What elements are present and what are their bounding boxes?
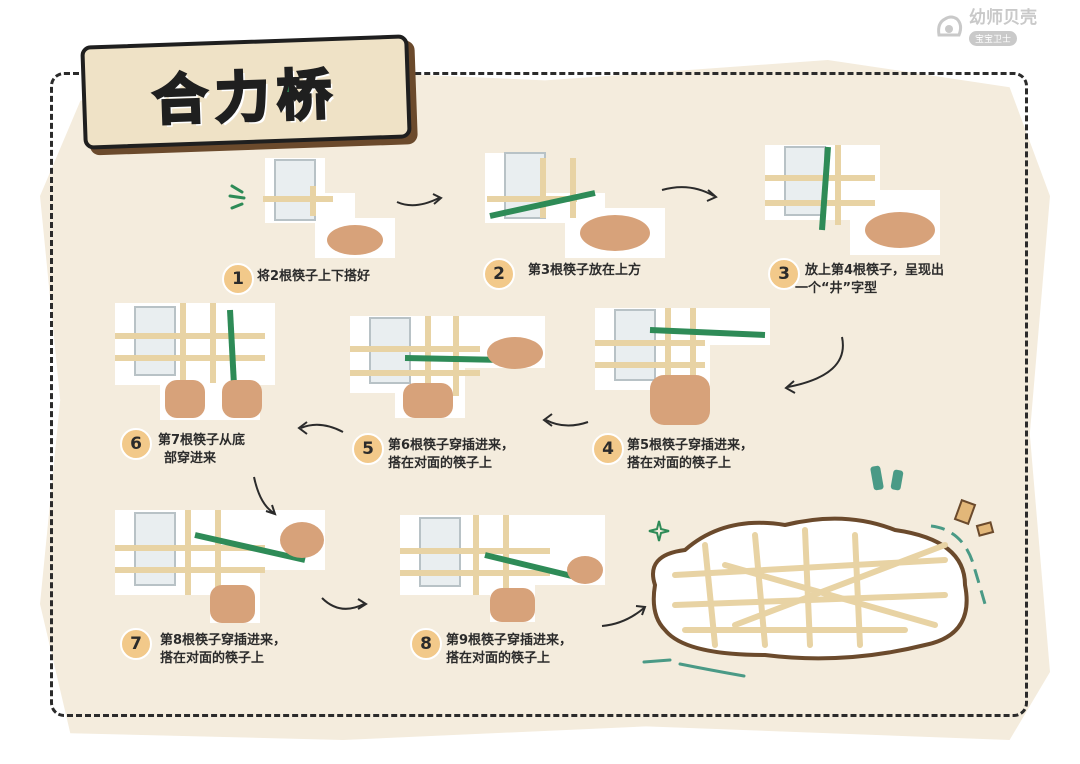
step-1-number: 1 bbox=[222, 263, 254, 295]
title-badge: 合力桥 bbox=[80, 34, 411, 149]
sparkle-marks-icon bbox=[228, 182, 250, 212]
brand-logo: 幼师贝壳 宝宝卫士 bbox=[935, 10, 1065, 46]
logo-name: 幼师贝壳 bbox=[969, 10, 1037, 27]
step-2-number: 2 bbox=[483, 258, 515, 290]
arrow-step5-to-step6-icon bbox=[295, 418, 345, 442]
step-8-caption: 第9根筷子穿插进来，搭在对面的筷子上 bbox=[446, 632, 572, 668]
page-title: 合力桥 bbox=[152, 49, 341, 134]
step-3-caption: 放上第4根筷子，呈现出 一个“井”字型 bbox=[805, 262, 944, 298]
step-5-number: 5 bbox=[352, 433, 384, 465]
arrow-step2-to-step3-icon bbox=[660, 180, 720, 208]
step-6-caption: 第7根筷子从底部穿进来 bbox=[158, 432, 245, 468]
arrow-step3-to-step4-icon bbox=[780, 335, 850, 395]
step-3-illustration bbox=[760, 135, 945, 260]
step-6-number: 6 bbox=[120, 428, 152, 460]
green-accent-marks-icon bbox=[870, 462, 910, 496]
green-motion-lines-icon bbox=[925, 520, 995, 610]
step-7-illustration bbox=[110, 505, 335, 625]
arrow-step1-to-step2-icon bbox=[395, 188, 445, 212]
star-sparkle-icon bbox=[648, 520, 670, 542]
arrow-step4-to-step5-icon bbox=[540, 408, 590, 432]
arrow-step7-to-step8-icon bbox=[320, 592, 370, 616]
step-6-illustration bbox=[110, 295, 285, 425]
arrow-step8-to-bridge-icon bbox=[600, 600, 650, 630]
step-1-caption: 将2根筷子上下搭好 bbox=[257, 268, 370, 286]
arrow-step6-to-step7-icon bbox=[250, 475, 280, 520]
step-7-caption: 第8根筷子穿插进来，搭在对面的筷子上 bbox=[160, 632, 286, 668]
step-2-caption: 第3根筷子放在上方 bbox=[528, 262, 641, 280]
step-4-illustration bbox=[590, 300, 775, 430]
step-5-caption: 第6根筷子穿插进来，搭在对面的筷子上 bbox=[388, 437, 514, 473]
step-1-illustration bbox=[255, 148, 405, 263]
step-4-number: 4 bbox=[592, 433, 624, 465]
step-8-illustration bbox=[395, 510, 610, 625]
step-4-caption: 第5根筷子穿插进来，搭在对面的筷子上 bbox=[627, 437, 753, 473]
step-2-illustration bbox=[475, 138, 675, 263]
step-5-illustration bbox=[345, 308, 555, 423]
shell-logo-icon bbox=[935, 13, 965, 43]
step-7-number: 7 bbox=[120, 628, 152, 660]
step-8-number: 8 bbox=[410, 628, 442, 660]
green-underline-marks-icon bbox=[640, 650, 750, 680]
logo-subtitle: 宝宝卫士 bbox=[969, 31, 1017, 46]
